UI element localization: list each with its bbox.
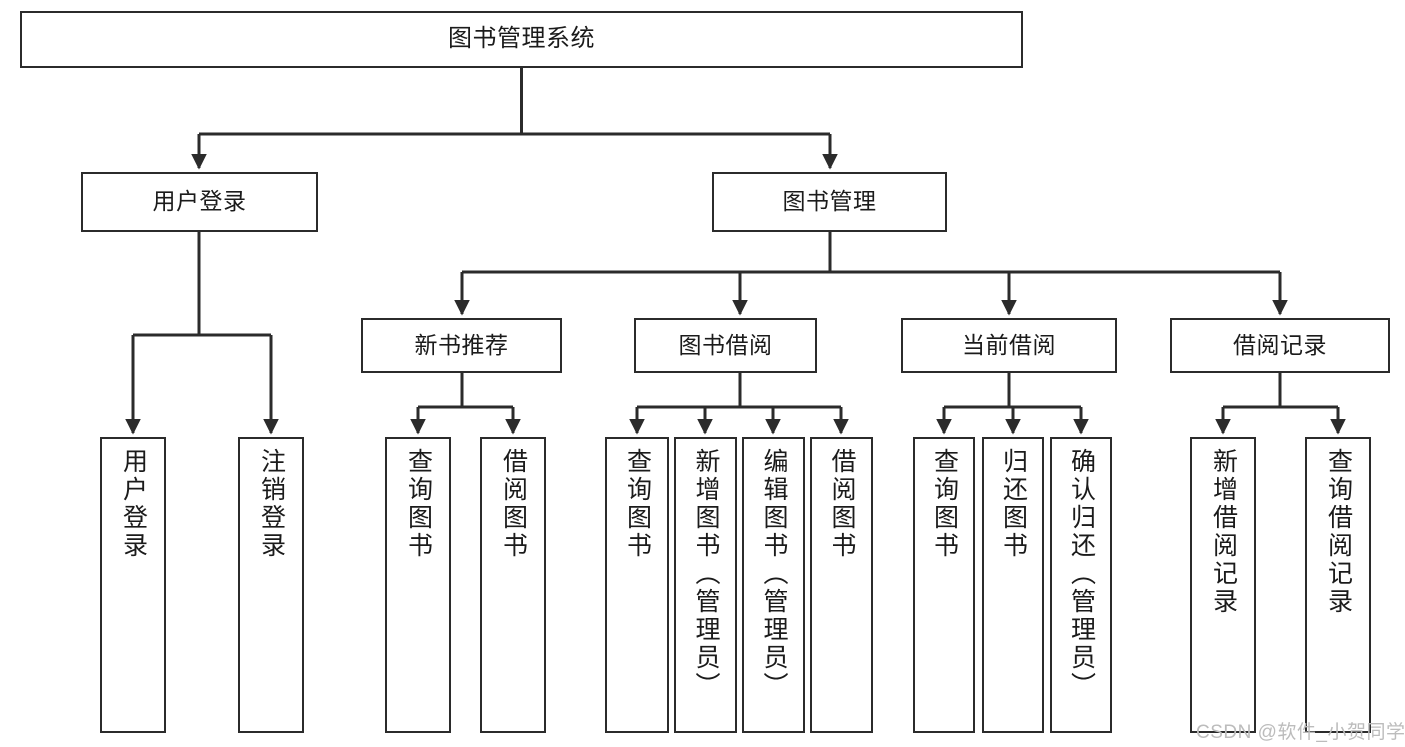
node-label: 借阅图书 <box>499 448 528 560</box>
leaf-user-logout[interactable]: 注销登录 <box>238 437 304 733</box>
node-label: 当前借阅 <box>962 331 1056 358</box>
node-label: 借阅图书 <box>828 448 856 560</box>
node-label: 查询借阅记录 <box>1324 448 1353 616</box>
leaf-query-book-borrow[interactable]: 查询图书 <box>605 437 669 733</box>
leaf-return-book[interactable]: 归还图书 <box>982 437 1044 733</box>
node-label: 确认归还（管理员） <box>1067 448 1096 700</box>
node-label: 注销登录 <box>257 448 286 560</box>
node-label: 查询图书 <box>404 448 433 560</box>
leaf-add-book-admin[interactable]: 新增图书（管理员） <box>674 437 737 733</box>
node-label: 新增借阅记录 <box>1209 448 1238 616</box>
node-label: 用户登录 <box>152 188 247 215</box>
node-label: 用户登录 <box>119 448 148 560</box>
node-borrow-record[interactable]: 借阅记录 <box>1170 318 1390 373</box>
leaf-borrow-book[interactable]: 借阅图书 <box>810 437 873 733</box>
leaf-add-borrow-record[interactable]: 新增借阅记录 <box>1190 437 1256 733</box>
leaf-user-login[interactable]: 用户登录 <box>100 437 166 733</box>
leaf-query-borrow-record[interactable]: 查询借阅记录 <box>1305 437 1371 733</box>
leaf-borrow-book-recommend[interactable]: 借阅图书 <box>480 437 546 733</box>
node-label: 图书管理系统 <box>448 25 595 53</box>
leaf-query-book-recommend[interactable]: 查询图书 <box>385 437 451 733</box>
node-label: 归还图书 <box>999 448 1028 560</box>
node-label: 查询图书 <box>930 448 959 560</box>
node-user-login[interactable]: 用户登录 <box>81 172 318 232</box>
node-label: 新书推荐 <box>414 331 509 358</box>
node-book-management[interactable]: 图书管理 <box>712 172 947 232</box>
node-book-borrow[interactable]: 图书借阅 <box>634 318 817 373</box>
node-label: 编辑图书（管理员） <box>760 448 788 700</box>
node-label: 借阅记录 <box>1233 331 1327 358</box>
node-label: 图书管理 <box>782 188 877 215</box>
node-current-borrow[interactable]: 当前借阅 <box>901 318 1117 373</box>
node-root-system[interactable]: 图书管理系统 <box>20 11 1023 68</box>
leaf-query-book-current[interactable]: 查询图书 <box>913 437 975 733</box>
node-label: 图书借阅 <box>678 331 773 358</box>
node-label: 新增图书（管理员） <box>692 448 720 700</box>
node-label: 查询图书 <box>623 448 652 560</box>
watermark: CSDN @软件_小贺同学 <box>1196 722 1405 743</box>
leaf-edit-book-admin[interactable]: 编辑图书（管理员） <box>742 437 805 733</box>
node-new-book-recommend[interactable]: 新书推荐 <box>361 318 562 373</box>
leaf-confirm-return-admin[interactable]: 确认归还（管理员） <box>1050 437 1112 733</box>
